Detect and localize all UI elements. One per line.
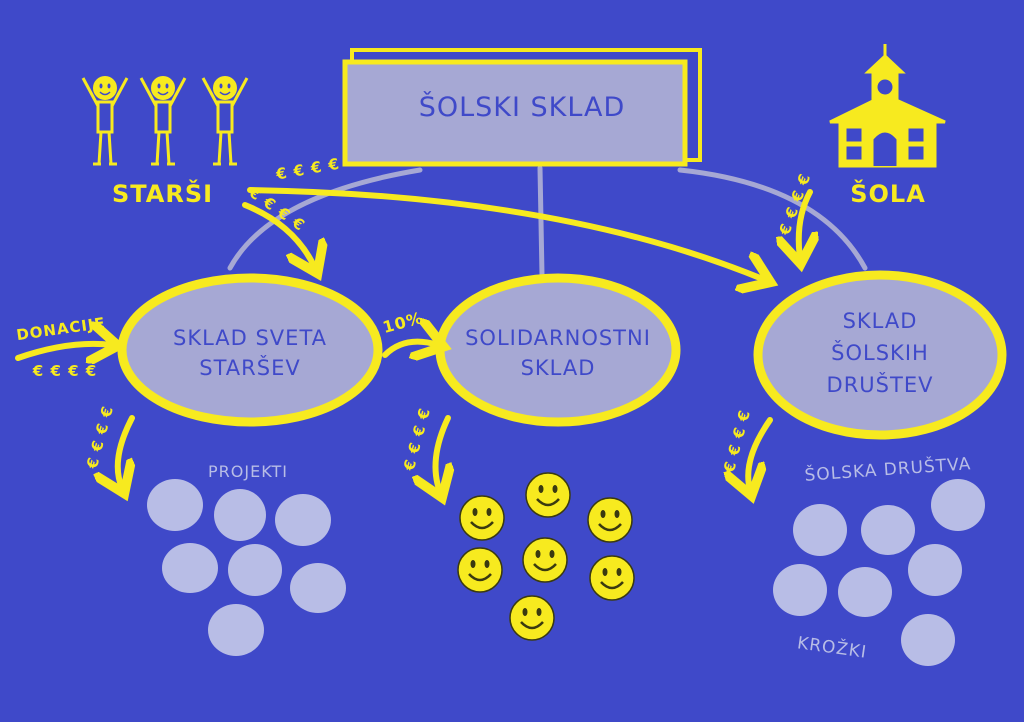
project-blob — [162, 543, 218, 593]
arrow-solidarity-to-pupils — [436, 415, 449, 492]
parent-figure-icon — [201, 75, 249, 166]
society-blob — [773, 564, 827, 616]
connector-left — [227, 167, 423, 271]
smiley-face-icon — [521, 536, 569, 584]
project-blob — [228, 544, 282, 596]
society-blob — [901, 614, 955, 666]
title-box — [342, 59, 688, 167]
flow-arrows — [15, 187, 810, 492]
smiley-face-icon — [524, 471, 572, 519]
solidarity-fund-label: SOLIDARNOSTNI SKLAD — [448, 323, 668, 383]
arrow-school-to-societies — [799, 189, 810, 258]
fund-line: ŠOLSKIH — [831, 341, 929, 365]
parents-label: STARŠI — [112, 180, 214, 208]
project-blob — [275, 494, 331, 546]
society-blob — [908, 544, 962, 596]
fund-line: SKLAD — [842, 309, 918, 333]
arrow-parents-to-council — [242, 202, 315, 268]
arrow-donations — [15, 344, 112, 358]
fund-line: DRUŠTEV — [826, 373, 934, 397]
project-blob — [214, 489, 266, 541]
arrow-parents-to-societies — [247, 187, 765, 280]
smiley-face-icon — [456, 546, 504, 594]
society-blob — [861, 505, 915, 555]
projects-label: PROJEKTI — [208, 462, 288, 481]
arrow-ten-percent — [382, 342, 438, 355]
fund-line: SKLAD SVETA — [172, 326, 328, 350]
connector-middle — [537, 165, 545, 278]
arrow-societies-to-clubs — [748, 417, 773, 490]
fund-line: STARŠEV — [199, 356, 301, 380]
project-blobs — [147, 479, 346, 656]
page-title: ŠOLSKI SKLAD — [418, 92, 626, 123]
connector-right — [677, 167, 868, 271]
school-label: ŠOLA — [850, 180, 926, 208]
pupil-faces — [456, 471, 636, 642]
smiley-face-icon — [588, 554, 636, 602]
smiley-face-icon — [586, 496, 634, 544]
school-societies-fund-ellipse — [753, 270, 1007, 440]
fund-line: SKLAD — [520, 356, 596, 380]
project-blob — [290, 563, 346, 613]
school-building-icon — [829, 44, 946, 168]
society-blob — [793, 504, 847, 556]
smiley-face-icon — [458, 494, 506, 542]
project-blob — [147, 479, 203, 531]
fund-line: SOLIDARNOSTNI — [465, 326, 651, 350]
parent-figure-icon — [139, 75, 187, 166]
euro-row-donations: € € € € — [32, 362, 98, 380]
school-societies-fund-label: SKLAD ŠOLSKIH DRUŠTEV — [780, 305, 980, 401]
project-blob — [208, 604, 264, 656]
parent-figure-icon — [81, 75, 129, 166]
arrow-council-to-projects — [118, 415, 132, 488]
society-blob — [931, 479, 985, 531]
smiley-face-icon — [508, 594, 556, 642]
society-blob — [838, 567, 892, 617]
parents-council-fund-label: SKLAD SVETA STARŠEV — [150, 323, 350, 383]
society-blobs — [773, 479, 985, 666]
